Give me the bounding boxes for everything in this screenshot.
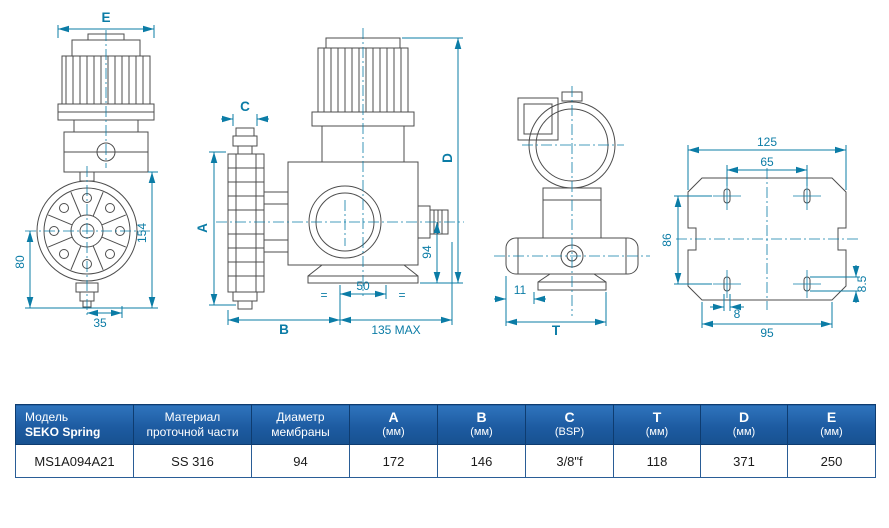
dim-label-e: E	[101, 10, 110, 25]
cell-dim-e: 250	[787, 444, 876, 478]
col-header-a: A (мм)	[349, 404, 438, 445]
col-header-model: Модель SEKO Spring	[15, 404, 134, 445]
pump-head-side	[227, 153, 265, 293]
header-t-letter: T	[652, 408, 662, 425]
header-e-unit: (мм)	[820, 425, 843, 438]
discharge-valve-side	[232, 127, 258, 155]
plate-dimension-lines	[674, 145, 860, 328]
dim-label-135max: 135 MAX	[371, 323, 420, 337]
dim-label-b: B	[279, 322, 289, 337]
header-a-unit: (мм)	[382, 425, 405, 438]
header-t-unit: (мм)	[645, 425, 669, 438]
equal-mark-left: =	[320, 288, 327, 302]
header-d-letter: D	[738, 408, 750, 425]
end-view: 11 T	[494, 86, 650, 338]
dim-label-154: 154	[135, 223, 149, 243]
dim-label-125: 125	[757, 135, 777, 149]
col-header-diaphragm: Диаметр мембраны	[251, 404, 350, 445]
dim-label-t: T	[552, 323, 561, 338]
header-material-line2: проточной части	[146, 424, 239, 439]
header-b-letter: B	[476, 408, 487, 425]
equal-mark-right: =	[398, 288, 405, 302]
header-diaphragm-line1: Диаметр	[276, 409, 325, 424]
dim-label-a: A	[195, 223, 210, 233]
col-header-material: Материал проточной части	[133, 404, 252, 445]
gearbox-side	[287, 161, 419, 266]
header-c-unit: (BSP)	[554, 425, 585, 438]
col-header-c: C (BSP)	[525, 404, 614, 445]
col-header-t: T (мм)	[613, 404, 701, 445]
side-view: C A D 94 50 = = B 135 MAX	[195, 28, 464, 337]
dim-label-11: 11	[514, 283, 527, 297]
mounting-plate-view: 125 65 86 8.5 8 95	[660, 135, 869, 340]
dim-label-94: 94	[420, 245, 434, 259]
dim-label-86: 86	[660, 233, 674, 247]
side-dimension-lines	[209, 37, 463, 325]
dim-label-8: 8	[734, 307, 741, 321]
cell-dim-b: 146	[437, 444, 526, 478]
dim-label-35: 35	[93, 316, 107, 330]
cell-dim-t: 118	[613, 444, 701, 478]
header-c-letter: C	[564, 408, 575, 425]
dim-label-95: 95	[760, 326, 774, 340]
header-d-unit: (мм)	[732, 425, 756, 438]
front-view: E 154 80 35	[13, 10, 158, 330]
dim-label-65: 65	[760, 155, 774, 169]
cell-model: MS1A094A21	[15, 444, 134, 478]
cell-dim-a: 172	[349, 444, 438, 478]
dim-label-8-5: 8.5	[855, 275, 869, 292]
mounting-slots	[713, 182, 821, 298]
end-dimension-lines	[494, 276, 607, 326]
header-diaphragm-line2: мембраны	[271, 424, 330, 439]
header-model-line2: SEKO Spring	[25, 424, 101, 439]
dim-label-d: D	[440, 153, 455, 163]
col-header-e: E (мм)	[787, 404, 876, 445]
cell-dim-c: 3/8"f	[525, 444, 614, 478]
spec-table: Модель SEKO Spring Материал проточной ча…	[15, 404, 876, 478]
cell-diaphragm-diameter: 94	[251, 444, 350, 478]
cell-material: SS 316	[133, 444, 252, 478]
suction-valve-side	[232, 291, 258, 310]
front-dimension-lines	[25, 25, 158, 318]
dim-label-80: 80	[13, 255, 27, 269]
header-e-letter: E	[826, 408, 837, 425]
col-header-d: D (мм)	[700, 404, 788, 445]
dim-label-c: C	[240, 99, 250, 114]
header-material-line1: Материал	[164, 409, 221, 424]
spec-value-row: MS1A094A21 SS 316 94 172 146 3/8"f 118 3…	[15, 444, 876, 478]
spec-header-row: Модель SEKO Spring Материал проточной ча…	[15, 404, 876, 445]
dim-label-50: 50	[356, 279, 370, 293]
technical-drawing: E 154 80 35	[13, 10, 869, 340]
mounting-plate-outline	[687, 177, 847, 301]
header-a-letter: A	[388, 408, 399, 425]
cell-dim-d: 371	[700, 444, 788, 478]
header-b-unit: (мм)	[470, 425, 493, 438]
header-model-line1: Модель	[25, 409, 69, 424]
col-header-b: B (мм)	[437, 404, 526, 445]
